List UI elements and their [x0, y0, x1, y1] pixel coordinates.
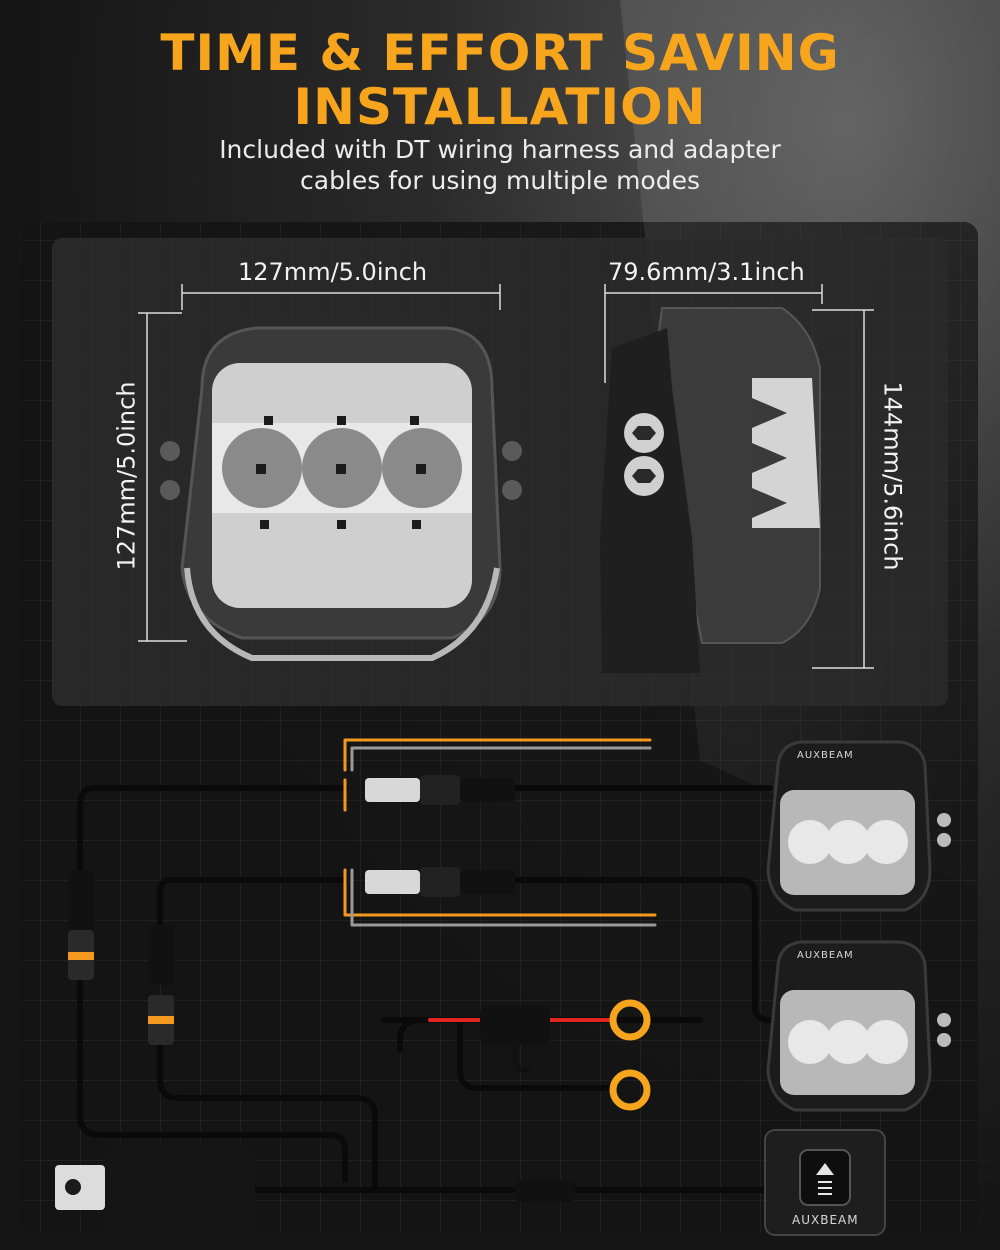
front-width-label: 127mm/5.0inch: [238, 258, 428, 286]
side-height-dimension-line: [812, 309, 874, 669]
front-width-dimension-line: [181, 284, 501, 310]
dimension-panel-graphic: [52, 238, 948, 706]
side-view-light: [600, 307, 821, 673]
side-height-label: 144mm/5.6inch: [878, 381, 907, 571]
light-unit-2: [766, 940, 951, 1112]
title-line-1: TIME & EFFORT SAVING: [160, 24, 840, 82]
subtitle-line-2: cables for using multiple modes: [300, 166, 700, 195]
dt-connector-middle: [365, 867, 515, 897]
page-title: TIME & EFFORT SAVING INSTALLATION: [0, 26, 1000, 134]
title-line-2: INSTALLATION: [293, 78, 707, 136]
switch-brand-label: AUXBEAM: [792, 1213, 859, 1227]
switch-inline-connector: [515, 1180, 575, 1202]
subtitle-line-1: Included with DT wiring harness and adap…: [219, 135, 781, 164]
ring-terminal-positive: [609, 999, 651, 1041]
fuse-holder: [480, 1005, 550, 1073]
page-subtitle: Included with DT wiring harness and adap…: [0, 134, 1000, 196]
front-height-label: 127mm/5.0inch: [112, 381, 141, 571]
adapter-wires-top: [343, 738, 652, 812]
light-brand-label-1: AUXBEAM: [797, 750, 854, 761]
dimension-panel: 127mm/5.0inch 79.6mm/3.1inch 127mm/5.0in…: [52, 238, 948, 706]
light-unit-1: [766, 740, 951, 912]
light-brand-label-2: AUXBEAM: [797, 950, 854, 961]
side-depth-label: 79.6mm/3.1inch: [608, 258, 805, 286]
wiring-diagram: [55, 738, 951, 1245]
dt-connector-left-2: [148, 925, 174, 1045]
relay: [55, 1145, 255, 1245]
light-beam-icon: [816, 1163, 834, 1195]
black-cables: [77, 785, 773, 1193]
front-view-light: [160, 326, 522, 661]
side-depth-dimension-line: [604, 284, 823, 383]
adapter-wires-middle: [343, 868, 657, 927]
dt-connector-left-1: [68, 870, 94, 980]
front-height-dimension-line: [138, 312, 187, 642]
dt-connector-top: [365, 775, 515, 805]
ring-terminal-negative: [609, 1069, 651, 1111]
